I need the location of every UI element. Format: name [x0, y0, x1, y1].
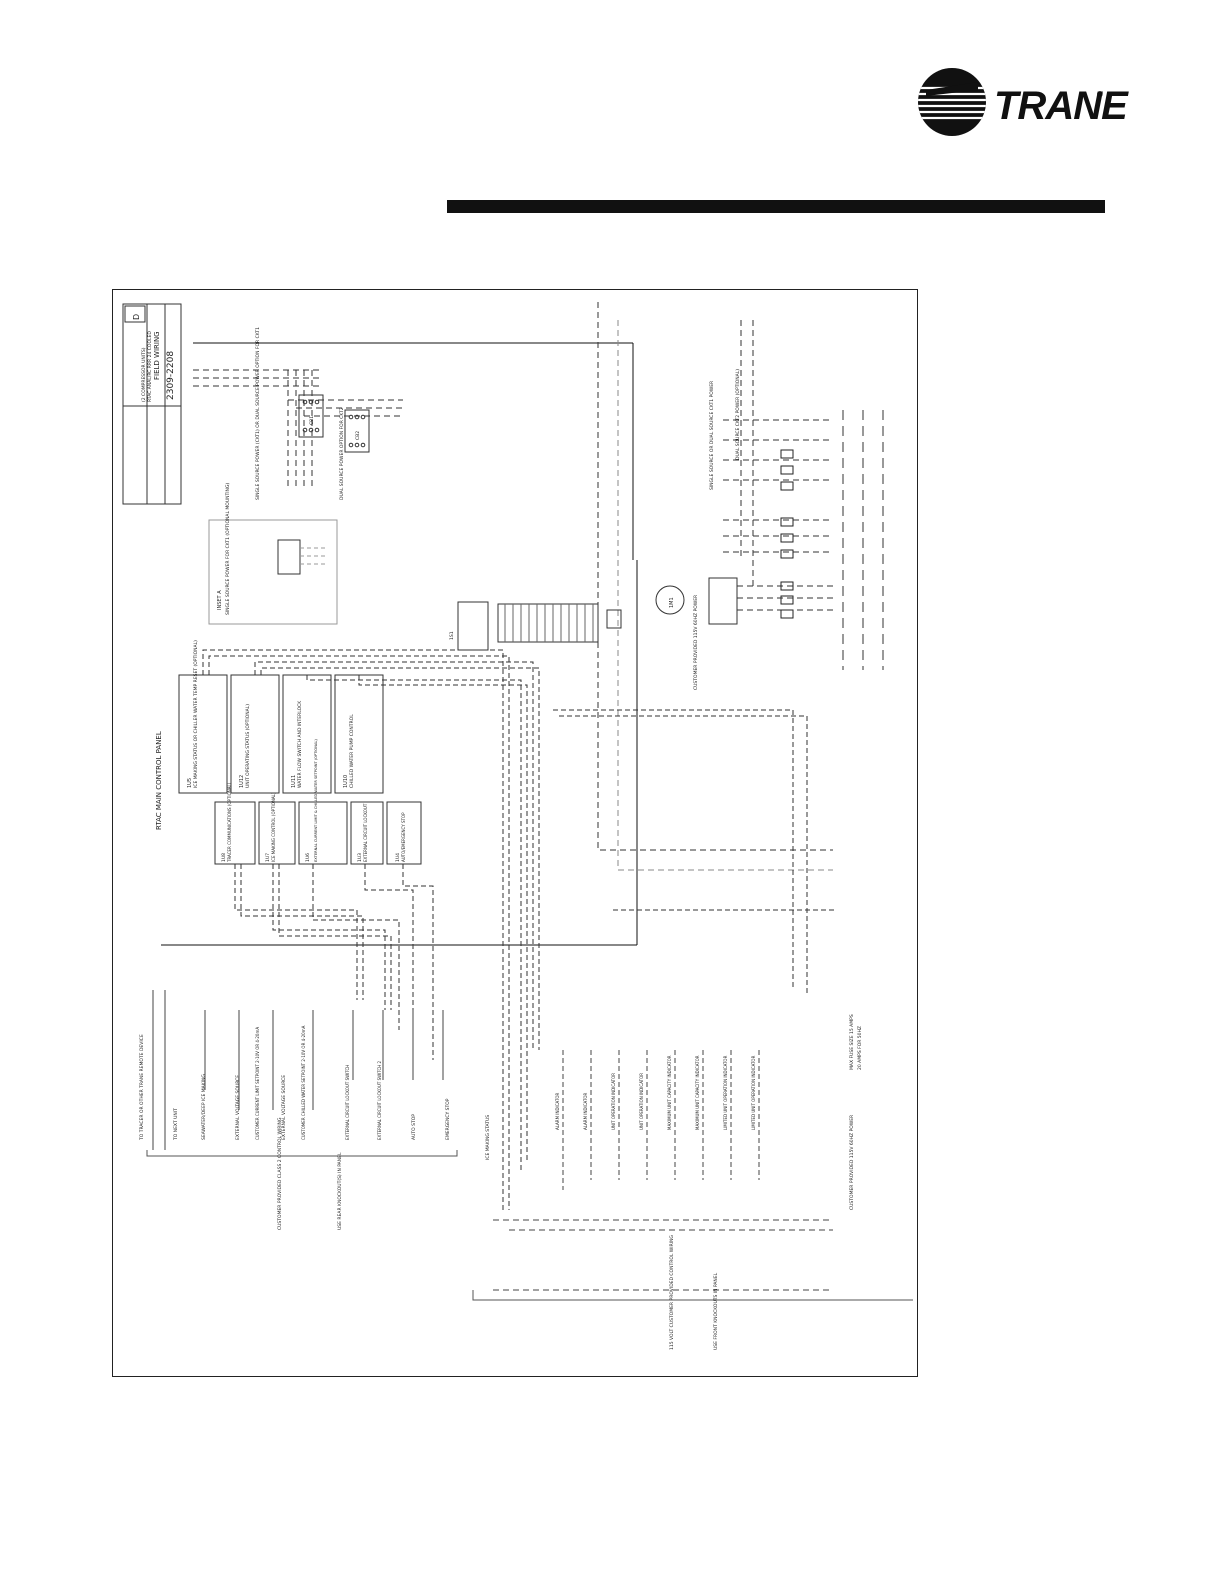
- note-knockout: USE REAR KNOCKOUT(S) IN PANEL: [337, 1152, 343, 1230]
- cb2-breaker: [344, 409, 370, 453]
- inset-a-desc: SINGLE SOURCE POWER FOR CKT1 (OPTIONAL M…: [225, 483, 231, 615]
- module-1u11-id: 1U11: [291, 775, 297, 788]
- registered-mark: ®: [1097, 90, 1103, 99]
- module-1u11-label: WATER FLOW SWITCH AND INTERLOCK: [297, 700, 303, 788]
- max-fuse-20: 20 AMPS FOR 50HZ: [857, 1026, 863, 1070]
- terminal-1s1: [457, 601, 489, 651]
- cb1-label: CB1: [309, 416, 315, 425]
- relay-output-3: UNIT OPERATION INDICATOR: [611, 1073, 616, 1130]
- module-1u5-label: ICE MAKING STATUS OR CHILLER WATER TEMP …: [193, 640, 199, 788]
- relay-output-8: LIMITED UNIT OPERATION INDICATOR: [751, 1055, 756, 1130]
- note-single-or-dual-ckt1: SINGLE SOURCE OR DUAL SOURCE CKT1 POWER: [709, 381, 715, 490]
- drawing-number: 2309-2208: [166, 351, 176, 400]
- relay-output-7: LIMITED UNIT OPERATION INDICATOR: [723, 1055, 728, 1130]
- module-1u12-id: 1U12: [239, 775, 245, 788]
- note-single-source-cb1: SINGLE SOURCE POWER (CKT1) OR DUAL SOURC…: [255, 327, 261, 500]
- max-fuse-15: MAX FUSE SIZE 15 AMPS: [849, 1014, 855, 1070]
- note-class2: CUSTOMER PROVIDED CLASS 2 CONTROL WIRING: [277, 1117, 283, 1230]
- field-item-9: EXTERNAL CIRCUIT LOCKOUT SWITCH 2: [377, 1060, 382, 1140]
- disconnect-label: 1S1: [449, 631, 455, 640]
- module-1u12-label: UNIT OPERATING STATUS (OPTIONAL): [245, 704, 251, 788]
- brand-name: TRANE: [994, 84, 1128, 128]
- field-item-10: AUTO STOP: [411, 1114, 417, 1140]
- module-1u8: [214, 801, 256, 865]
- module-1u7: [258, 801, 296, 865]
- pump-contactor: [708, 577, 738, 625]
- module-1u8-id: 1U8: [221, 853, 227, 862]
- drawing-title: FIELD WIRING: [153, 331, 161, 380]
- module-1u4-id: 1U4: [395, 853, 401, 862]
- module-1u3: [350, 801, 384, 865]
- inset-a-title: INSET A: [217, 590, 223, 610]
- module-1u6: [298, 801, 348, 865]
- module-1u3-id: 1U3: [357, 853, 363, 862]
- module-1u5-id: 1U5: [187, 778, 193, 788]
- module-1u4-label: AUTO/EMERGENCY STOP: [401, 812, 406, 862]
- field-item-1: TO TRACER OR OTHER TRANE REMOTE DEVICE: [139, 1034, 145, 1141]
- module-1u6-id: 1U6: [305, 853, 311, 862]
- field-item-2: TO NEXT UNIT: [173, 1108, 179, 1141]
- note-dual-source-ckt2: DUAL SOURCE CKT2 POWER (OPTIONAL): [735, 369, 741, 460]
- note-dual-source-cb2: DUAL SOURCE POWER OPTION FOR CKT2: [339, 407, 345, 500]
- header-rule: [447, 200, 1105, 213]
- pump-label: 1M1: [669, 597, 675, 608]
- pump-motor: [655, 585, 685, 615]
- field-item-11: EMERGENCY STOP: [445, 1098, 451, 1140]
- module-1u8-label: TRACER COMMUNICATIONS (OPTIONAL): [227, 782, 232, 863]
- customer-power-main: CUSTOMER PROVIDED 115V 60HZ POWER: [693, 595, 699, 690]
- inset-a-box: [208, 519, 338, 625]
- trane-globe-icon: [918, 68, 986, 136]
- trane-logo: [912, 66, 1112, 138]
- panel-title: RTAC MAIN CONTROL PANEL: [155, 731, 163, 830]
- wiring-diagram-frame: 2309-2208 D FIELD WIRING RTAC ANAL/RC RR…: [112, 289, 918, 1377]
- relay-output-1: ALARM INDICATOR: [555, 1092, 560, 1130]
- note-front-knockouts: USE FRONT KNOCKOUTS IN PANEL: [713, 1272, 719, 1350]
- note-class1: 115 VOLT CUSTOMER PROVIDED CONTROL WIRIN…: [669, 1235, 675, 1350]
- module-1u5: [178, 674, 228, 794]
- cb2-label: CB2: [355, 431, 361, 440]
- drawing-subtitle-1: RTAC ANAL/RC RRR 24 COOLED: [147, 331, 153, 402]
- field-item-4: EXTERNAL VOLTAGE SOURCE: [235, 1075, 241, 1140]
- field-item-5: CUSTOMER CURRENT LIMIT SETPOINT 2-10V OR…: [255, 1027, 260, 1140]
- module-1u10-label: CHILLED WATER PUMP CONTROL: [349, 714, 355, 788]
- field-item-6: EXTERNAL VOLTAGE SOURCE: [281, 1075, 287, 1140]
- drawing-revision: D: [132, 314, 141, 320]
- field-wiring-diagram: 2309-2208 D FIELD WIRING RTAC ANAL/RC RR…: [122, 302, 913, 1350]
- drawing-subtitle-2: (2 COMPRESSOR UNITS): [141, 347, 147, 402]
- relay-output-6: MAXIMUM UNIT CAPACITY INDICATOR: [695, 1055, 700, 1130]
- terminal-strip-1tb2: [497, 603, 599, 643]
- module-1u10-id: 1U10: [343, 775, 349, 788]
- title-block: [122, 303, 182, 505]
- cb1-breaker: [298, 394, 324, 438]
- relay-output-2: ALARM INDICATOR: [583, 1092, 588, 1130]
- module-1u6-label: EXTERNAL CURRENT LIMIT & CHILLED WATER S…: [314, 739, 318, 862]
- field-item-3: SEAWATER/DEEP ICE MAKING: [201, 1074, 207, 1140]
- module-1u7-label: ICE MAKING CONTROL (OPTIONAL): [271, 792, 276, 862]
- relay-output-4: UNIT OPERATION INDICATOR: [639, 1073, 644, 1130]
- module-1u4: [386, 801, 422, 865]
- field-item-8: EXTERNAL CIRCUIT LOCKOUT SWITCH: [345, 1065, 350, 1140]
- relay-output-5: MAXIMUM UNIT CAPACITY INDICATOR: [667, 1055, 672, 1130]
- inset-cb1: [277, 539, 301, 575]
- module-1u3-label: EXTERNAL CIRCUIT LOCKOUT: [363, 803, 368, 862]
- note-ice-making: ICE MAKING STATUS: [485, 1115, 491, 1160]
- field-item-7: CUSTOMER CHILLED WATER SETPOINT 2-10V OR…: [301, 1025, 306, 1140]
- note-customer-115v: CUSTOMER PROVIDED 115V 60HZ POWER: [849, 1115, 855, 1210]
- module-1u7-id: 1U7: [265, 853, 271, 862]
